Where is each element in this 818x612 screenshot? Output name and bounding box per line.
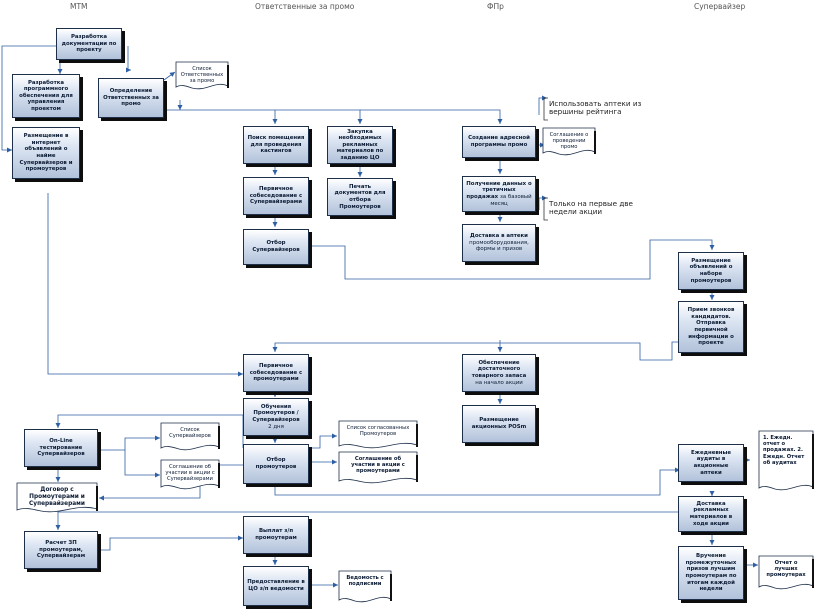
doc-supervisor-list[interactable]: Список Супервайзеров: [160, 422, 220, 451]
step-award-prizes[interactable]: Вручение промежуточных призов лучшим про…: [678, 546, 744, 600]
step-receive-calls[interactable]: Прием звонков кандидатов. Отправка перви…: [678, 301, 744, 353]
doc-promoter-list-label: Список согласованных Промоутеров: [346, 425, 410, 438]
lane-mtm: МТМ: [70, 2, 88, 11]
doc-best-promoters-label: Отчет о лучших промоутерах: [766, 560, 806, 579]
step-find-room[interactable]: Поиск помещения для проведения кастингов: [243, 126, 309, 164]
step-calc-salary[interactable]: Расчет ЗП промоутерам, Супервайзерам: [24, 531, 98, 569]
step-select-supervisors[interactable]: Отбор Супервайзеров: [243, 229, 309, 265]
get-data-label: Получение данных о третичных продажах: [466, 180, 532, 200]
note-use-top-pharmacies: Использовать аптеки из вершины рейтинга: [549, 99, 642, 117]
step-define-responsible[interactable]: Определение Ответственных за промо: [98, 78, 164, 118]
step-ensure-stock[interactable]: Обеспечение достаточного товарного запас…: [462, 354, 536, 392]
step-first-interview-supervisors[interactable]: Первичное собеседование с Супервайзерами: [243, 177, 309, 215]
step-daily-audits[interactable]: Ежедневные аудиты в акционные аптеки: [678, 444, 744, 482]
doc-salary-sheet-label: Ведомость с подписями: [346, 575, 384, 588]
doc-contract[interactable]: Договор с Промоутерами и Супервайзерами: [16, 482, 98, 513]
doc-promoter-agreement[interactable]: Соглашение об участии в акции с промоуте…: [338, 451, 418, 484]
doc-supervisor-list-label: Список Супервайзеров: [169, 427, 211, 440]
lane-fpr: ФПр: [487, 2, 504, 11]
doc-salary-sheet[interactable]: Ведомость с подписями: [338, 570, 392, 603]
step-deliver-materials[interactable]: Доставка рекламных материалов в ходе акц…: [678, 496, 744, 532]
step-post-promoter-ads[interactable]: Размещение объявлений о наборе промоутер…: [678, 252, 744, 290]
doc-daily-reports-label: 1. Ежедн. отчет о продажах. 2. Ежедн. От…: [763, 435, 805, 466]
doc-contract-label: Договор с Промоутерами и Супервайзерами: [29, 487, 85, 507]
step-print-documents[interactable]: Печать документов для отбора Промоутеров: [327, 178, 393, 216]
step-buy-materials[interactable]: Закупка необходимых рекламных материалов…: [327, 126, 393, 164]
ensure-stock-detail: на начало акции: [475, 379, 523, 386]
note-first-two-weeks: Только на первые две недели акции: [549, 199, 633, 217]
step-create-address-program[interactable]: Создание адресной программы промо: [462, 126, 536, 158]
training-label: Обучения Промоутеров / Супервайзеров: [252, 403, 300, 423]
lane-supervisor: Супервайзер: [694, 2, 746, 11]
doc-promo-agreement-label: Соглашение о проведении промо: [549, 132, 589, 151]
doc-daily-reports[interactable]: 1. Ежедн. отчет о продажах. 2. Ежедн. От…: [758, 430, 814, 491]
note-bracket-2: [543, 197, 548, 221]
doc-supervisor-agreement-label: Соглашение об участии в акции с Супервай…: [165, 464, 215, 483]
step-pay-salary[interactable]: Выплат з/п промоутерам: [243, 516, 309, 554]
doc-responsible-list[interactable]: Список Ответственных за промо: [175, 61, 229, 90]
step-develop-documentation[interactable]: Разработка документации по проекту: [56, 28, 122, 60]
step-post-internet-ads[interactable]: Размещение в интернет объявлений о найме…: [12, 127, 80, 179]
note-bracket-1: [543, 97, 548, 121]
step-online-testing[interactable]: On-Line тестирование Супервайзеров: [24, 429, 98, 467]
training-duration: 2 дня: [268, 423, 284, 430]
doc-supervisor-agreement[interactable]: Соглашение об участии в акции с Супервай…: [160, 459, 220, 490]
get-data-detail: за базовый месяц: [490, 194, 532, 207]
doc-promoter-list[interactable]: Список согласованных Промоутеров: [338, 420, 418, 449]
step-select-promoters[interactable]: Отбор промоутеров: [243, 444, 309, 484]
step-first-interview-promoters[interactable]: Первичное собеседование с промоутерами: [243, 354, 309, 392]
ensure-stock-label: Обеспечение достаточного товарного запас…: [471, 359, 527, 379]
step-place-posm[interactable]: Размещение акционных POSm: [462, 405, 536, 443]
deliver-label: Доставка в аптеки: [470, 233, 528, 240]
doc-best-promoters-report[interactable]: Отчет о лучших промоутерах: [758, 555, 814, 590]
doc-responsible-list-label: Список Ответственных за промо: [180, 66, 224, 85]
doc-promoter-agreement-label: Соглашение об участии в акции с промоуте…: [351, 456, 405, 475]
lane-responsible: Ответственные за промо: [255, 2, 355, 11]
deliver-detail: промооборудования, формы и призов: [469, 239, 529, 253]
step-develop-software[interactable]: Разработка программного обеспечения для …: [12, 74, 80, 118]
doc-promo-agreement[interactable]: Соглашение о проведении промо: [542, 127, 596, 156]
step-provide-salary-sheet[interactable]: Предоставление в ЦО з/п ведомости: [243, 566, 309, 606]
step-get-sales-data[interactable]: Получение данных о третичных продажах за…: [462, 176, 536, 212]
